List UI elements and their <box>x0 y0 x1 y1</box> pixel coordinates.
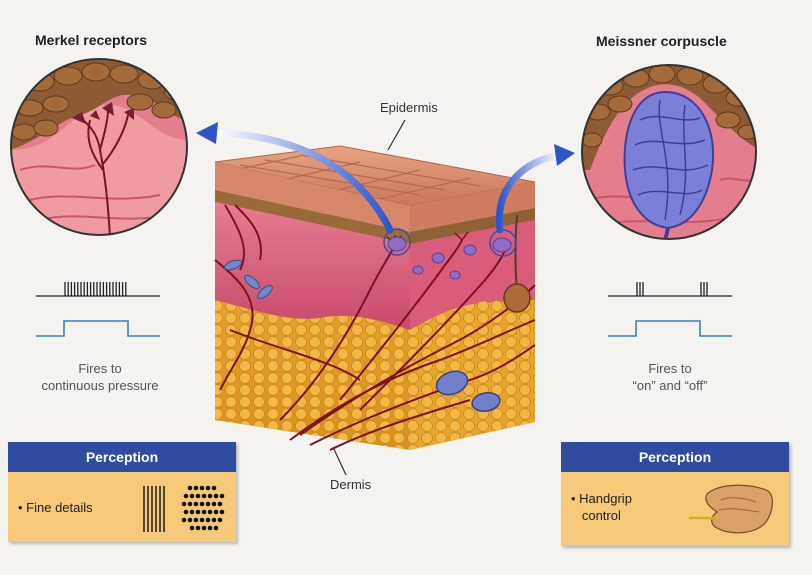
epidermis-label: Epidermis <box>380 100 438 115</box>
hand-icon <box>689 484 773 534</box>
texture-dot <box>195 493 201 499</box>
merkel-perception-panel: Perception • Fine details <box>8 442 236 542</box>
skin-block <box>214 145 536 451</box>
texture-dot <box>213 525 219 531</box>
texture-dot <box>205 485 211 491</box>
texture-dot <box>189 525 195 531</box>
texture-dot <box>201 509 207 515</box>
texture-dot <box>187 501 193 507</box>
merkel-caption-line-1: Fires to <box>78 361 122 376</box>
meissner-caption-line-2: “on” and “off” <box>632 378 708 393</box>
perception-header: Perception <box>8 442 236 472</box>
texture-dot <box>207 493 213 499</box>
texture-dot <box>189 509 195 515</box>
texture-dot <box>187 517 193 523</box>
texture-dot <box>205 517 211 523</box>
texture-dot <box>207 525 213 531</box>
texture-dot <box>199 485 205 491</box>
texture-dot <box>217 501 223 507</box>
texture-dot <box>213 493 219 499</box>
texture-dot <box>213 509 219 515</box>
texture-dot <box>181 501 187 507</box>
texture-dot <box>199 517 205 523</box>
texture-dot <box>183 509 189 515</box>
texture-dot <box>201 525 207 531</box>
meissner-caption-line-1: Fires to <box>648 361 692 376</box>
merkel-stimulus-trace <box>36 320 160 337</box>
texture-dot <box>189 493 195 499</box>
texture-dot <box>193 485 199 491</box>
texture-dot <box>211 517 217 523</box>
texture-dot <box>211 485 217 491</box>
texture-dot <box>219 509 225 515</box>
texture-dot <box>199 501 205 507</box>
texture-dot <box>217 517 223 523</box>
texture-dot <box>219 493 225 499</box>
texture-dot <box>187 485 193 491</box>
dermis-label: Dermis <box>330 477 372 492</box>
arrow-to-meissner <box>495 144 575 234</box>
texture-dot <box>201 493 207 499</box>
fine-details-text: Fine details <box>26 500 93 515</box>
merkel-spike-train <box>36 282 160 297</box>
meissner-spike-train <box>608 282 732 297</box>
meissner-corpuscle-title: Meissner corpuscle <box>596 33 727 49</box>
texture-dot <box>193 517 199 523</box>
merkel-magnified-view <box>10 58 188 236</box>
texture-dot <box>181 517 187 523</box>
meissner-perception-panel: Perception • Handgrip control <box>561 442 789 546</box>
handgrip-text-line-2: control <box>581 508 621 523</box>
texture-dot <box>207 509 213 515</box>
perception-header: Perception <box>561 442 789 472</box>
texture-dot <box>195 509 201 515</box>
arrow-to-merkel <box>196 122 394 234</box>
meissner-stimulus-trace <box>608 320 732 337</box>
epidermis-leader-line <box>387 119 406 151</box>
texture-dot <box>183 493 189 499</box>
texture-dot <box>193 501 199 507</box>
perception-bullet: • Fine details <box>18 500 93 515</box>
texture-dot <box>205 501 211 507</box>
merkel-receptors-title: Merkel receptors <box>35 32 148 48</box>
dermis-leader-line <box>332 446 347 476</box>
meissner-caption: Fires to “on” and “off” <box>580 360 760 394</box>
handgrip-text-line-1: Handgrip <box>579 491 632 506</box>
merkel-caption: Fires to continuous pressure <box>10 360 190 394</box>
perception-bullet: • Handgrip control <box>571 491 632 523</box>
texture-dot <box>211 501 217 507</box>
fine-details-icon <box>143 485 225 532</box>
merkel-caption-line-2: continuous pressure <box>41 378 159 393</box>
texture-dot <box>195 525 201 531</box>
meissner-magnified-view <box>581 64 757 240</box>
